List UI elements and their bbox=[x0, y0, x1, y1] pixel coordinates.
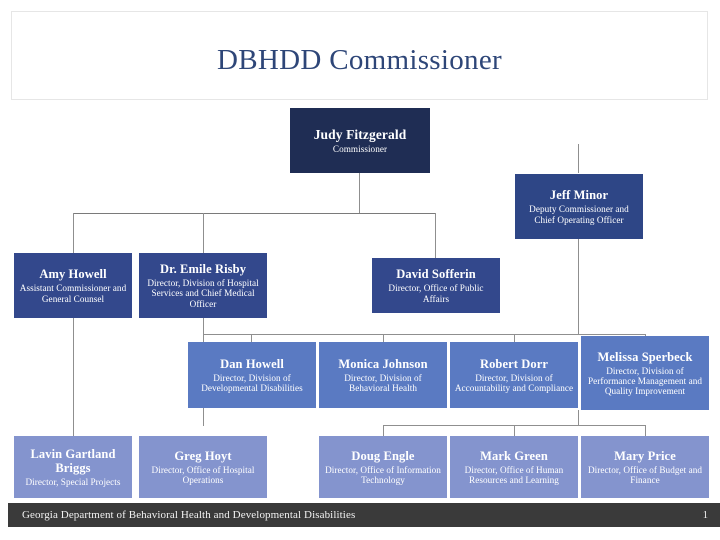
org-node-name: Melissa Sperbeck bbox=[597, 349, 693, 364]
org-node-title: Director, Office of Budget and Finance bbox=[588, 464, 702, 485]
connector-drop-mary-price bbox=[645, 425, 646, 437]
org-node-title: Director, Division of Developmental Disa… bbox=[201, 372, 303, 393]
org-node-name: Greg Hoyt bbox=[174, 448, 232, 463]
org-node-commissioner[interactable]: Judy Fitzgerald Commissioner bbox=[290, 108, 430, 173]
page-title: DBHDD Commissioner bbox=[217, 44, 502, 76]
org-node-public-affairs[interactable]: David Sofferin Director, Office of Publi… bbox=[372, 258, 500, 313]
org-node-name: Mary Price bbox=[614, 448, 676, 463]
connector-level4-bar bbox=[251, 334, 645, 335]
org-node-title: Director, Office of Information Technolo… bbox=[325, 464, 441, 485]
connector-drop-robert-dorr bbox=[514, 334, 515, 343]
org-node-special-projects[interactable]: Lavin Gartland Briggs Director, Special … bbox=[14, 436, 132, 498]
connector-risby-elbow-level4 bbox=[203, 334, 252, 335]
connector-drop-dan-howell bbox=[251, 334, 252, 343]
org-node-name: Doug Engle bbox=[351, 448, 415, 463]
org-node-name: Lavin Gartland Briggs bbox=[30, 446, 116, 475]
org-node-name: Jeff Minor bbox=[549, 188, 609, 203]
org-node-title: Deputy Commissioner and Chief Operating … bbox=[529, 204, 629, 225]
connector-drop-amy-howell bbox=[73, 213, 74, 253]
org-node-budget-finance[interactable]: Mary Price Director, Office of Budget an… bbox=[581, 436, 709, 498]
connector-drop-emile-risby bbox=[203, 213, 204, 253]
org-node-name: Robert Dorr bbox=[479, 356, 549, 371]
org-node-title: Director, Office of Human Resources and … bbox=[464, 464, 564, 485]
connector-drop-mark-green bbox=[514, 425, 515, 437]
footer-text: Georgia Department of Behavioral Health … bbox=[22, 509, 356, 521]
org-node-name: Monica Johnson bbox=[338, 356, 428, 371]
org-node-behavioral-health[interactable]: Monica Johnson Director, Division of Beh… bbox=[319, 342, 447, 408]
org-node-developmental-disabilities[interactable]: Dan Howell Director, Division of Develop… bbox=[188, 342, 316, 408]
connector-deputy-upper-stem bbox=[578, 144, 579, 173]
org-node-human-resources[interactable]: Mark Green Director, Office of Human Res… bbox=[450, 436, 578, 498]
org-node-name: David Sofferin bbox=[396, 267, 476, 282]
slide-footer-bar: Georgia Department of Behavioral Health … bbox=[8, 503, 720, 527]
org-node-title: Director, Division of Accountability and… bbox=[454, 372, 574, 393]
connector-drop-doug-engle bbox=[383, 425, 384, 437]
connector-deputy-lower-stem bbox=[578, 239, 579, 335]
org-node-hospital-operations[interactable]: Greg Hoyt Director, Office of Hospital O… bbox=[139, 436, 267, 498]
org-node-title: Director, Office of Hospital Operations bbox=[151, 464, 255, 485]
org-node-title: Director, Division of Behavioral Health bbox=[344, 372, 422, 393]
org-node-title: Director, Office of Public Affairs bbox=[388, 283, 484, 304]
org-node-information-technology[interactable]: Doug Engle Director, Office of Informati… bbox=[319, 436, 447, 498]
org-node-hospital-services[interactable]: Dr. Emile Risby Director, Division of Ho… bbox=[139, 253, 267, 318]
connector-level3-bar bbox=[73, 213, 436, 214]
org-node-name: Dr. Emile Risby bbox=[159, 262, 247, 277]
connector-risby-down-to-level4 bbox=[203, 318, 204, 334]
org-node-title: Director, Division of Performance Manage… bbox=[587, 365, 703, 397]
org-node-name: Amy Howell bbox=[39, 267, 107, 282]
connector-drop-monica-johnson bbox=[383, 334, 384, 343]
org-node-title: Director, Special Projects bbox=[25, 476, 121, 487]
org-node-general-counsel[interactable]: Amy Howell Assistant Commissioner and Ge… bbox=[14, 253, 132, 318]
footer-page-number: 1 bbox=[702, 509, 708, 521]
org-node-title: Assistant Commissioner and General Couns… bbox=[19, 283, 127, 304]
connector-commissioner-stem bbox=[359, 173, 360, 213]
connector-amy-to-lavin bbox=[73, 318, 74, 436]
org-node-title: Director, Division of Hospital Services … bbox=[147, 278, 259, 309]
org-node-name: Dan Howell bbox=[220, 356, 284, 371]
connector-drop-david-sofferin bbox=[435, 213, 436, 258]
connector-risby-elbow-hoyt bbox=[203, 425, 204, 426]
title-placeholder-frame bbox=[11, 11, 708, 100]
org-node-name: Mark Green bbox=[480, 448, 548, 463]
org-node-performance-management[interactable]: Melissa Sperbeck Director, Division of P… bbox=[581, 336, 709, 410]
org-node-name: Judy Fitzgerald bbox=[313, 126, 407, 142]
org-node-deputy-commissioner[interactable]: Jeff Minor Deputy Commissioner and Chief… bbox=[515, 174, 643, 239]
org-node-title: Commissioner bbox=[332, 143, 388, 154]
org-node-accountability-compliance[interactable]: Robert Dorr Director, Division of Accoun… bbox=[450, 342, 578, 408]
connector-sperbeck-to-level5 bbox=[578, 410, 579, 425]
